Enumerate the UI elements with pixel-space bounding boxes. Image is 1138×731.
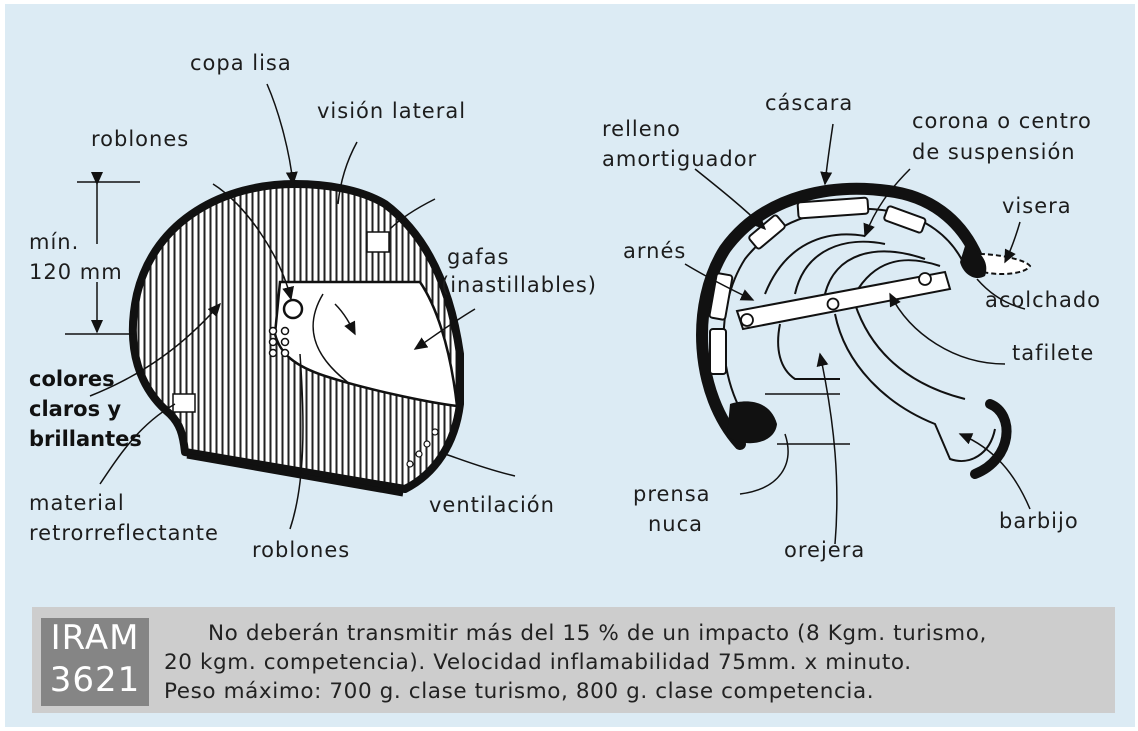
label-cascara: cáscara	[765, 91, 853, 115]
ventilation-holes-icon	[406, 428, 439, 468]
label-retrorreflectante: retrorreflectante	[29, 521, 219, 545]
iram-badge: IRAM 3621	[41, 618, 149, 706]
label-inastillables: (inastillables)	[441, 273, 597, 297]
chin-strap-pad	[970, 399, 1012, 479]
note-line-2: 20 kgm. competencia). Velocidad inflamab…	[164, 650, 912, 675]
left-helmet: copa lisa roblones visión lateral mín. 1…	[29, 51, 597, 562]
label-acolchado: acolchado	[985, 288, 1101, 312]
note-line-1: No deberán transmitir más del 15 % de un…	[208, 621, 987, 646]
figure-frame: copa lisa roblones visión lateral mín. 1…	[5, 4, 1135, 727]
visor-opening	[273, 280, 459, 408]
helmet-shell-section	[696, 182, 986, 450]
label-barbijo: barbijo	[999, 509, 1079, 533]
harness-straps	[764, 233, 996, 462]
note-line-3: Peso máximo: 700 g. clase turismo, 800 g…	[164, 679, 875, 704]
label-gafas: gafas	[447, 245, 509, 269]
label-ventilacion: ventilación	[429, 493, 555, 517]
label-copa-lisa: copa lisa	[190, 51, 292, 75]
label-prensa: prensa	[633, 482, 711, 506]
label-corona: corona o centro	[912, 109, 1092, 133]
label-material: material	[29, 491, 125, 515]
badge-line1: IRAM	[50, 618, 140, 658]
rivet-icon	[282, 298, 304, 320]
standard-note-box: IRAM 3621 No deberán transmitir más del …	[32, 607, 1115, 713]
right-helmet: cáscara relleno amortiguador corona o ce…	[602, 91, 1101, 562]
leader-lines	[89, 83, 516, 530]
label-120mm: 120 mm	[29, 260, 123, 284]
nape-strap	[765, 393, 850, 445]
label-relleno: relleno	[602, 117, 681, 141]
padding-slots-icon	[708, 196, 927, 375]
label-orejera: orejera	[784, 538, 865, 562]
nape-pad	[727, 401, 777, 444]
leader-lines-right	[684, 123, 1031, 545]
label-arnes: arnés	[623, 239, 686, 263]
headband-rivets-icon	[740, 272, 932, 327]
label-tafilete: tafilete	[1012, 341, 1094, 365]
label-vision-lateral: visión lateral	[317, 99, 466, 123]
chin-rim	[186, 453, 404, 497]
label-visera: visera	[1002, 194, 1072, 218]
visor-inner-line	[312, 293, 351, 385]
dimension-arrow	[65, 172, 140, 335]
helmet-diagram: copa lisa roblones visión lateral mín. 1…	[29, 51, 1101, 562]
label-brillantes: brillantes	[29, 427, 142, 451]
label-min: mín.	[29, 230, 79, 254]
acolchado-pad	[960, 246, 987, 279]
headband	[735, 270, 952, 331]
reflective-patch-icon	[172, 231, 390, 413]
vent-holes-icon	[268, 326, 290, 358]
label-roblones-top: roblones	[91, 127, 189, 151]
label-claros: claros y	[29, 397, 121, 421]
label-suspension: de suspensión	[912, 140, 1076, 164]
badge-line2: 3621	[49, 660, 141, 700]
label-roblones-bottom: roblones	[252, 538, 350, 562]
label-colores: colores	[29, 367, 115, 391]
visor-peak	[979, 253, 1032, 275]
label-nuca: nuca	[648, 512, 703, 536]
standard-note-text: No deberán transmitir más del 15 % de un…	[164, 619, 1109, 706]
label-amortiguador: amortiguador	[602, 147, 757, 171]
